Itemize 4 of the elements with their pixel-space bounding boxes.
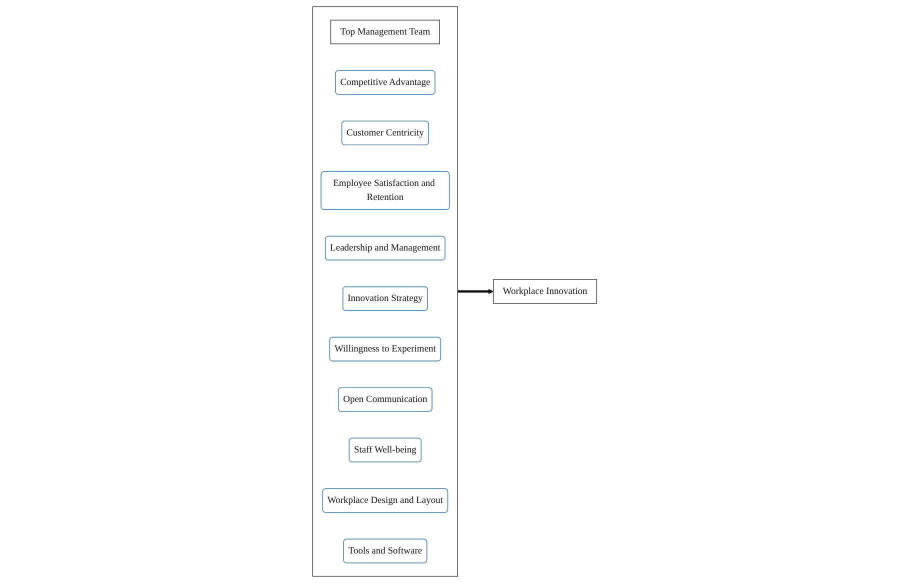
cluster: [312, 6, 458, 577]
node-box: Top Management Team: [330, 20, 440, 44]
node-box: Workplace Innovation: [492, 279, 597, 304]
arrow: [457, 288, 494, 294]
